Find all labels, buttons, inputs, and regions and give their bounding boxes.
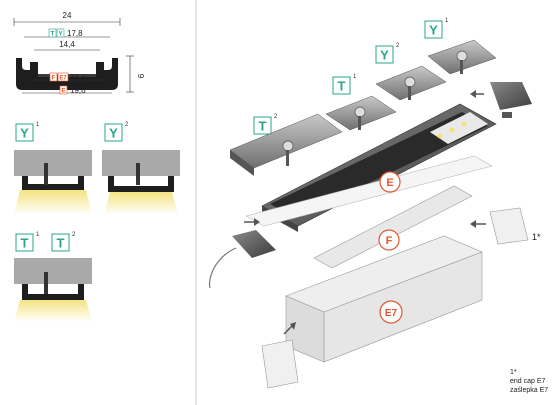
cover-e7-label: E7 [385, 308, 398, 319]
footnote: 1* end cap E7 zaślepka E7 [510, 369, 548, 394]
dim-top-inner: 17,8 [67, 29, 83, 38]
footnote-mark: 1* [510, 369, 517, 376]
exploded-t2-letter: T [259, 119, 267, 134]
dim-lower-a: 16,1 [70, 73, 86, 82]
dim-prefix-e7: E7 [59, 76, 67, 82]
dim-prefix-t-box [48, 28, 57, 38]
end-cap-e7-left [261, 322, 299, 389]
exploded-t2-sup: 2 [274, 114, 278, 120]
mount-y1-sup: 1 [36, 122, 40, 128]
dim-lower-b: 19,6 [70, 86, 86, 95]
mount-t2-letter: T [57, 236, 65, 251]
exploded-y1-sup: 1 [445, 18, 449, 24]
exploded-t1-letter: T [338, 79, 346, 94]
exploded-clip-t2: T 2 [229, 113, 343, 176]
cover-e-label: E [386, 177, 393, 189]
exploded-y2-sup: 2 [396, 43, 400, 49]
mount-y2-sup: 2 [125, 122, 129, 128]
mount-y2-letter: Y [109, 126, 118, 141]
exploded-y1-letter: Y [429, 23, 438, 38]
mount-variant-t: T 1 T 2 [14, 232, 92, 322]
dim-prefix-e7-box [57, 72, 69, 82]
exploded-clip-t1: T 1 [325, 74, 397, 131]
end-cap-profile [470, 82, 532, 118]
dim-prefix-y: Y [58, 31, 63, 38]
mount-y1-letter: Y [20, 126, 29, 141]
dim-prefix-y-box [56, 28, 65, 38]
dim-prefix-e-box [59, 85, 68, 95]
dim-prefix-e: E [61, 88, 66, 95]
footnote-pl: zaślepka E7 [510, 387, 548, 394]
dim-prefix-f: F [52, 75, 56, 82]
exploded-y2-letter: Y [380, 48, 389, 63]
endcap-mark: 1* [532, 232, 541, 242]
dim-mid-inner: 14,4 [59, 40, 75, 49]
mount-variant-y2: Y 2 [102, 122, 180, 215]
mount-variant-y1: Y 1 [14, 122, 92, 215]
exploded-clip-y2: Y 2 [375, 43, 447, 101]
cover-e: E [245, 155, 493, 227]
mount-t1-sup: 1 [36, 232, 40, 238]
end-cap-e7-right: 1* [470, 207, 541, 245]
cover-e7: E7 [285, 235, 483, 363]
dim-width-total: 24 [63, 11, 72, 20]
dim-height: 9 [136, 74, 145, 79]
end-cap-left [208, 218, 276, 289]
footnote-en: end cap E7 [510, 378, 546, 385]
mount-t2-sup: 2 [72, 232, 76, 238]
cover-f-label: F [386, 235, 393, 247]
mount-t1-letter: T [21, 236, 29, 251]
profile-dimension-drawing: 24 T Y 17,8 14,4 9 F E7 16,1 E 19,6 [13, 11, 145, 95]
dim-prefix-f-box [49, 72, 58, 82]
exploded-t1-sup: 1 [353, 74, 357, 80]
dim-prefix-t: T [51, 31, 55, 38]
cover-f: F [313, 185, 473, 269]
exploded-clip-y1: Y 1 [424, 18, 497, 75]
